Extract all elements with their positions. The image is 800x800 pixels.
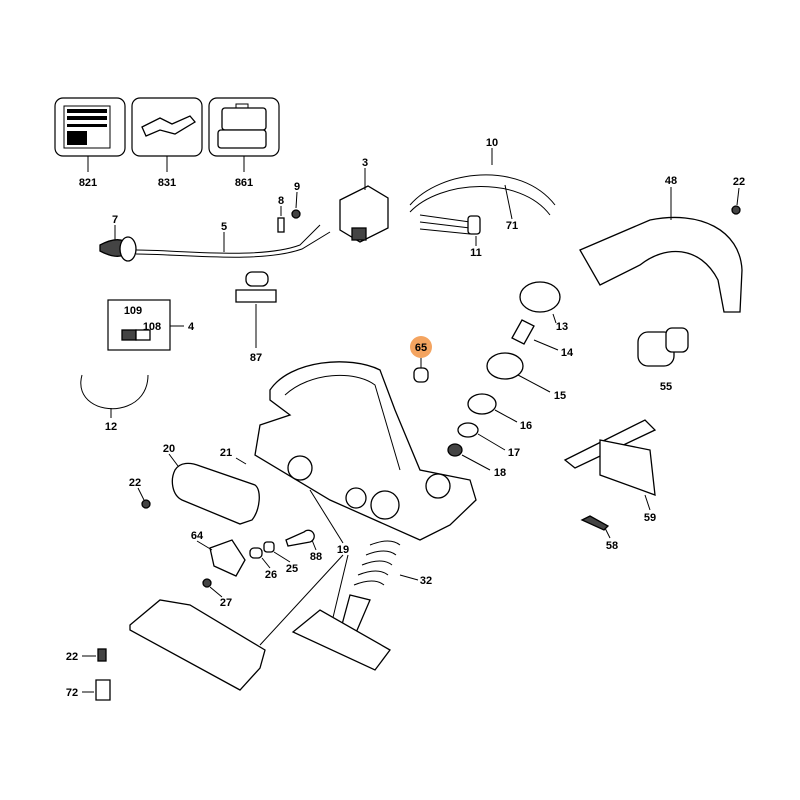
label-87[interactable]: 87 <box>250 352 262 364</box>
label-7[interactable]: 7 <box>112 214 118 226</box>
part-71-wire[interactable] <box>504 184 513 220</box>
label-55[interactable]: 55 <box>660 381 672 393</box>
part-12-wire-link[interactable] <box>80 374 149 418</box>
label-8[interactable]: 8 <box>278 195 284 207</box>
label-109[interactable]: 109 <box>124 305 142 317</box>
label-14[interactable]: 14 <box>561 347 574 359</box>
label-20[interactable]: 20 <box>163 443 175 455</box>
label-9[interactable]: 9 <box>294 181 300 193</box>
label-26[interactable]: 26 <box>265 569 277 581</box>
part-16-washer[interactable] <box>467 393 518 423</box>
label-11[interactable]: 11 <box>470 247 482 259</box>
label-10[interactable]: 10 <box>486 137 498 149</box>
part-58-knob[interactable] <box>580 515 611 539</box>
part-26-spacer[interactable] <box>249 547 271 569</box>
part-18-nut[interactable] <box>447 443 491 471</box>
label-65[interactable]: 65 <box>415 342 427 354</box>
label-71[interactable]: 71 <box>506 220 518 232</box>
label-821[interactable]: 821 <box>79 177 97 189</box>
part-32-spring-assembly[interactable] <box>291 540 419 671</box>
part-17-washer[interactable] <box>457 422 506 451</box>
part-831-manual[interactable] <box>131 97 203 172</box>
label-12[interactable]: 12 <box>105 421 117 433</box>
part-22-screw-top[interactable] <box>731 187 741 215</box>
part-72-clip[interactable] <box>82 679 111 701</box>
label-25[interactable]: 25 <box>286 563 298 575</box>
part-3-switch[interactable] <box>339 168 389 243</box>
label-72[interactable]: 72 <box>66 687 78 699</box>
label-19[interactable]: 19 <box>337 544 349 556</box>
label-59[interactable]: 59 <box>644 512 656 524</box>
label-58[interactable]: 58 <box>606 540 618 552</box>
part-10-wire[interactable] <box>409 148 556 216</box>
label-32[interactable]: 32 <box>420 575 432 587</box>
label-48[interactable]: 48 <box>665 175 677 187</box>
part-labels: 821 831 861 3 9 8 10 71 11 7 5 48 22 109… <box>66 137 745 699</box>
part-20-side-cover[interactable] <box>168 453 260 525</box>
label-21[interactable]: 21 <box>220 447 232 459</box>
label-861[interactable]: 861 <box>235 177 253 189</box>
part-25-spring[interactable] <box>263 541 291 563</box>
label-88[interactable]: 88 <box>310 551 322 563</box>
part-88-lever[interactable] <box>285 529 317 551</box>
part-9-screw[interactable] <box>291 191 301 219</box>
part-64-cover-plate[interactable] <box>196 539 246 577</box>
label-16[interactable]: 16 <box>520 420 532 432</box>
label-15[interactable]: 15 <box>554 390 566 402</box>
part-15-knob-base[interactable] <box>486 352 551 393</box>
part-4-plug-assembly[interactable] <box>107 299 184 351</box>
part-48-handle-cover[interactable] <box>579 187 743 313</box>
label-17[interactable]: 17 <box>508 447 520 459</box>
label-64[interactable]: 64 <box>191 530 204 542</box>
part-821-label-sheet[interactable] <box>54 97 126 172</box>
label-27[interactable]: 27 <box>220 597 232 609</box>
part-11-terminal[interactable] <box>419 214 481 246</box>
part-5-cable[interactable] <box>135 224 331 258</box>
label-18[interactable]: 18 <box>494 467 506 479</box>
label-22-left[interactable]: 22 <box>129 477 141 489</box>
part-13-depth-knob[interactable] <box>519 281 561 324</box>
part-27-screw[interactable] <box>202 578 223 598</box>
label-5[interactable]: 5 <box>221 221 227 233</box>
part-19-planer-body[interactable] <box>254 361 477 646</box>
part-22-screw-bottom[interactable] <box>82 648 107 662</box>
label-3[interactable]: 3 <box>362 157 368 169</box>
part-7-cord-guard[interactable] <box>99 225 137 262</box>
part-861-case[interactable] <box>208 97 280 172</box>
part-22-screw-left[interactable] <box>137 487 151 509</box>
part-65-bushing[interactable] <box>410 336 432 383</box>
part-21-pin[interactable] <box>235 457 247 465</box>
label-13[interactable]: 13 <box>556 321 568 333</box>
part-14-shaft[interactable] <box>511 319 559 351</box>
label-108[interactable]: 108 <box>143 321 161 333</box>
label-22[interactable]: 22 <box>733 176 745 188</box>
label-831[interactable]: 831 <box>158 177 176 189</box>
label-22-bottom[interactable]: 22 <box>66 651 78 663</box>
label-4[interactable]: 4 <box>188 321 195 333</box>
part-87-cable-clamp[interactable] <box>235 271 277 348</box>
part-front-shoe[interactable] <box>129 599 266 691</box>
part-55-cap[interactable] <box>637 327 689 367</box>
part-59-fence[interactable] <box>563 419 657 511</box>
part-8-clip[interactable] <box>277 206 285 233</box>
